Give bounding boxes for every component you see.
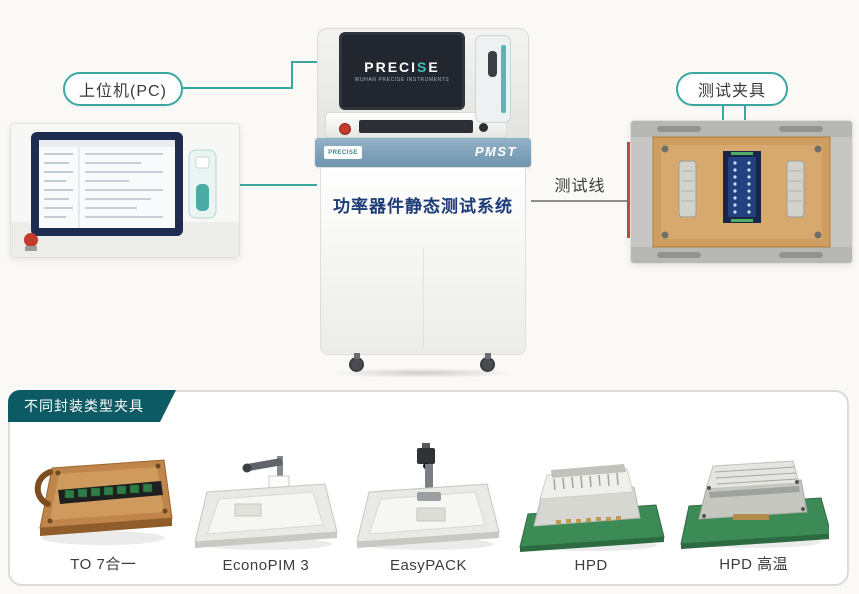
machine-cabinet-body: 功率器件静态测试系统 — [320, 167, 526, 355]
test-system-machine: PRECISE WUHAN PRECISE INSTRUMENTS PRECIS… — [315, 28, 531, 378]
connector-fixture-pill-line-2 — [744, 106, 746, 122]
connector-pc-card-line — [238, 184, 317, 186]
fixture-label: EconoPIM 3 — [222, 557, 310, 574]
fixtures-row: TO 7合一 EconoPIM 3 — [22, 426, 835, 578]
econopim-fixture-illustration — [194, 456, 338, 550]
caster-wheel-left — [349, 353, 364, 372]
package-fixtures-panel: 不同封装类型夹具 — [8, 390, 849, 586]
fixture-label: HPD — [574, 557, 608, 574]
fixture-card-red-edge-line — [627, 142, 630, 238]
hpd-fixture-illustration — [519, 464, 665, 552]
band-logo-badge: PRECISE — [324, 146, 362, 159]
panel-ribbon-header: 不同封装类型夹具 — [8, 390, 176, 422]
machine-knob — [479, 123, 488, 132]
caster-wheel-right — [480, 353, 495, 372]
fixture-item-to: TO 7合一 — [22, 426, 185, 578]
fixture-label: TO 7合一 — [70, 556, 137, 573]
emergency-stop-button — [339, 123, 351, 135]
machine-side-controller — [475, 35, 511, 123]
brand-subtitle: WUHAN PRECISE INSTRUMENTS — [354, 76, 450, 83]
test-fixture-label-pill: 测试夹具 — [676, 72, 788, 106]
machine-monitor: PRECISE WUHAN PRECISE INSTRUMENTS — [339, 32, 465, 110]
fixture-item-hpd: HPD — [510, 426, 673, 578]
machine-keyboard — [359, 120, 473, 133]
cabinet-door-seam — [423, 248, 424, 348]
test-fixture-illustration — [631, 121, 852, 263]
host-pc-photo-card — [10, 123, 240, 258]
test-line-connector — [531, 200, 629, 202]
test-line-label: 测试线 — [554, 178, 606, 195]
system-title: 功率器件静态测试系统 — [333, 197, 513, 216]
test-fixture-photo-card — [630, 120, 853, 264]
connector-pc-pill-line-top — [291, 61, 322, 63]
fixture-item-econopim: EconoPIM 3 — [185, 426, 348, 578]
to-fixture-illustration — [35, 459, 173, 545]
machine-blue-band: PRECISE PMST — [315, 138, 531, 167]
connector-fixture-pill-line-1 — [722, 106, 724, 122]
controller-teal-stripe — [501, 45, 506, 113]
host-pc-illustration — [11, 124, 239, 257]
hpd-high-temp-fixture-illustration — [680, 460, 829, 549]
model-label: PMST — [474, 144, 517, 159]
machine-shadow — [329, 368, 517, 378]
fixture-item-hpd-ht: HPD 高温 — [672, 426, 835, 578]
connector-pc-pill-line-vertical — [291, 61, 293, 89]
easypack-fixture-illustration — [356, 443, 501, 550]
fixture-label: HPD 高温 — [719, 556, 789, 573]
brand-logo: PRECISE — [364, 58, 440, 75]
connector-pc-pill-line — [183, 87, 291, 89]
fixture-item-easypack: EasyPACK — [347, 426, 510, 578]
fixture-label: EasyPACK — [389, 557, 468, 574]
controller-slot — [488, 51, 497, 77]
host-pc-label-pill: 上位机(PC) — [63, 72, 183, 106]
